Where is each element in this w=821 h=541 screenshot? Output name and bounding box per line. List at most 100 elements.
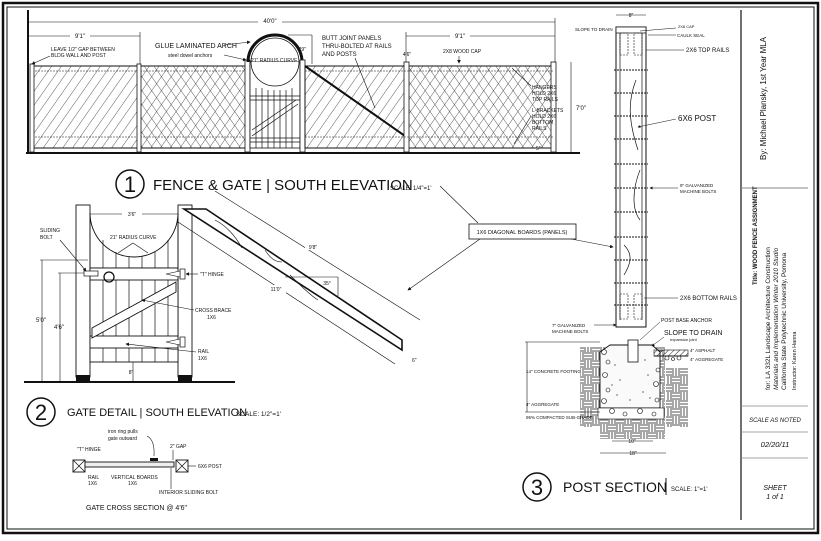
note-arch-sub: steel dowel anchors bbox=[168, 53, 213, 59]
view-number: 3 bbox=[531, 475, 543, 500]
dim-footing-outer: 18" bbox=[629, 451, 637, 457]
note-subgrade: 95% COMPACTED SUB-GRADE bbox=[526, 415, 593, 420]
diagonal-board-highlight bbox=[304, 65, 406, 137]
note-caulk: CAULK SEAL bbox=[677, 33, 705, 38]
dim-board-angle: 35° bbox=[323, 281, 331, 287]
note-cs-bolt: INTERIOR SLIDING BOLT bbox=[159, 490, 218, 496]
dim-right-panel: 9'1" bbox=[455, 34, 465, 40]
sheet-label: SHEET bbox=[763, 485, 787, 492]
svg-text:MACHINE BOLTS: MACHINE BOLTS bbox=[680, 189, 716, 194]
concrete-speckle bbox=[611, 359, 651, 401]
note-slope-top: SLOPE TO DRAIN bbox=[575, 27, 613, 32]
ring-pull bbox=[150, 458, 158, 461]
note-footing: 14" CONCRETE FOOTING bbox=[526, 369, 581, 374]
gate-section-boards bbox=[84, 461, 175, 468]
note-arch-radius: 21" RADIUS CURVE bbox=[251, 58, 298, 64]
hinge-icon bbox=[179, 268, 186, 280]
post bbox=[299, 59, 306, 153]
sheet-inner-border bbox=[6, 6, 815, 530]
dim-arch-rise: 29" bbox=[299, 47, 307, 53]
instructor: Instructor: Karen Hanna bbox=[792, 331, 798, 390]
view-number-circle bbox=[26, 397, 56, 427]
view-title: FENCE & GATE | SOUTH ELEVATION bbox=[153, 177, 413, 194]
callout-box bbox=[468, 223, 577, 240]
view-number: 1 bbox=[124, 172, 136, 197]
svg-text:RAILS: RAILS bbox=[532, 126, 547, 132]
callout-text: 1X6 DIAGONAL BOARDS (PANELS) bbox=[477, 230, 568, 236]
cross-section-title: GATE CROSS SECTION @ 4'6" bbox=[86, 505, 188, 512]
post-section: 8" 10" 18" SLOPE TO DRAIN 2X8 CAP CAULK … bbox=[522, 13, 737, 502]
note-cs-vertical: VERTICAL BOARDS bbox=[111, 475, 158, 481]
school: California State Polytechnic University,… bbox=[781, 252, 788, 390]
note-lbrackets: L-BRACKETS bbox=[532, 108, 564, 114]
author: By: Michael Plansky, 1st Year MLA bbox=[759, 36, 768, 160]
note-wood-cap: 2X8 WOOD CAP bbox=[443, 49, 482, 55]
svg-text:MACHINE BOLTS: MACHINE BOLTS bbox=[552, 329, 588, 334]
svg-text:THRU-BOLTED AT RAILS: THRU-BOLTED AT RAILS bbox=[322, 44, 392, 50]
note-bottom-rails: 2X6 BOTTOM RAILS bbox=[680, 296, 737, 302]
dim-left-panel: 9'1" bbox=[75, 34, 85, 40]
post bbox=[29, 63, 35, 153]
gate-bottom-rail bbox=[89, 335, 179, 349]
dim-overall: 40'0" bbox=[263, 19, 276, 25]
note-t-hinge: "T" HINGE bbox=[200, 272, 224, 278]
post-base-anchor bbox=[627, 339, 639, 363]
dim-gate-width: 3'6" bbox=[128, 212, 137, 218]
post bbox=[403, 61, 410, 153]
note-cs-hinge: "T" HINGE bbox=[77, 447, 101, 453]
svg-text:1X6: 1X6 bbox=[207, 315, 216, 321]
sliding-bolt-icon bbox=[83, 270, 99, 277]
dim-board-long: 11'0" bbox=[271, 287, 282, 293]
dim-gate-height: 5'0" bbox=[36, 318, 46, 324]
asphalt bbox=[653, 349, 689, 357]
note-cross-brace: CROSS BRACE bbox=[195, 308, 232, 314]
svg-text:HOLD 2X6: HOLD 2X6 bbox=[532, 91, 556, 97]
subgrade-bottom bbox=[600, 427, 665, 439]
svg-text:1X6: 1X6 bbox=[128, 481, 137, 487]
note-ring: iron ring pulls bbox=[108, 429, 138, 435]
view-title: GATE DETAIL | SOUTH ELEVATION bbox=[67, 407, 247, 419]
diagonal-boards-callout: 1X6 DIAGONAL BOARDS (PANELS) bbox=[407, 185, 614, 291]
subgrade-right bbox=[666, 368, 688, 427]
note-gate-radius: 21" RADIUS CURVE bbox=[110, 235, 157, 241]
note-bolts-9: 9" GALVANIZED bbox=[680, 183, 714, 188]
svg-text:HOLD 2X6: HOLD 2X6 bbox=[532, 114, 556, 120]
svg-text:BLDG WALL AND POST: BLDG WALL AND POST bbox=[51, 53, 106, 59]
top-rail bbox=[619, 32, 629, 56]
note-cs-post: 6X6 POST bbox=[198, 464, 222, 470]
bottom-rail bbox=[619, 293, 629, 320]
view-scale: SCALE: 1/2"=1' bbox=[236, 411, 281, 418]
svg-text:gate outward: gate outward bbox=[108, 436, 137, 442]
aggregate-base bbox=[597, 407, 665, 420]
note-expansion: expansion joint bbox=[670, 337, 698, 342]
dim-footing-inner: 10" bbox=[628, 439, 636, 445]
view-number-circle bbox=[522, 472, 552, 502]
note-base-anchor: POST BASE ANCHOR bbox=[661, 318, 712, 324]
post bbox=[550, 61, 557, 153]
dim-board-width: 6" bbox=[412, 358, 417, 364]
date: 02/20/11 bbox=[761, 440, 790, 449]
dim-gate-bottom: 8" bbox=[129, 370, 134, 376]
note-cs-gap: 2" GAP bbox=[170, 444, 187, 450]
gate-boards bbox=[250, 88, 300, 148]
dim-line-board-long bbox=[177, 221, 396, 365]
scale-note: SCALE AS NOTED bbox=[749, 418, 801, 424]
note-arch: GLUE LAMINATED ARCH bbox=[155, 43, 237, 50]
note-bldg-gap: LEAVE 1/2" GAP BETWEEN bbox=[51, 47, 115, 53]
svg-text:BOTTOM: BOTTOM bbox=[532, 120, 553, 126]
diagonal-board-detail bbox=[181, 208, 403, 352]
sheet-title: Title: WOOD FENCE ASSIGNMENT bbox=[753, 186, 759, 285]
note-aggregate-right: 4" AGGREGATE bbox=[690, 357, 723, 362]
fence-elevation: 40'0" 9'1" 9'1" 29" 4'6" 7'0" 5" LEAVE 1… bbox=[26, 10, 586, 199]
note-post: 6X6 POST bbox=[678, 114, 716, 123]
post bbox=[136, 63, 142, 153]
gate-cross-section: iron ring pulls gate outward "T" HINGE 2… bbox=[72, 429, 222, 512]
view-title: POST SECTION bbox=[563, 479, 667, 495]
glulam-arch bbox=[246, 33, 304, 63]
note-top-rails: 2X6 TOP RAILS bbox=[686, 48, 729, 54]
gate-detail: 3'6" 5'0" 4'6" 8" SLIDING BOLT 21" RADIU… bbox=[24, 190, 421, 512]
dim-bottom-gap: 5" bbox=[536, 146, 541, 152]
svg-text:BOLT: BOLT bbox=[40, 235, 53, 241]
hinge-icon bbox=[179, 336, 186, 348]
